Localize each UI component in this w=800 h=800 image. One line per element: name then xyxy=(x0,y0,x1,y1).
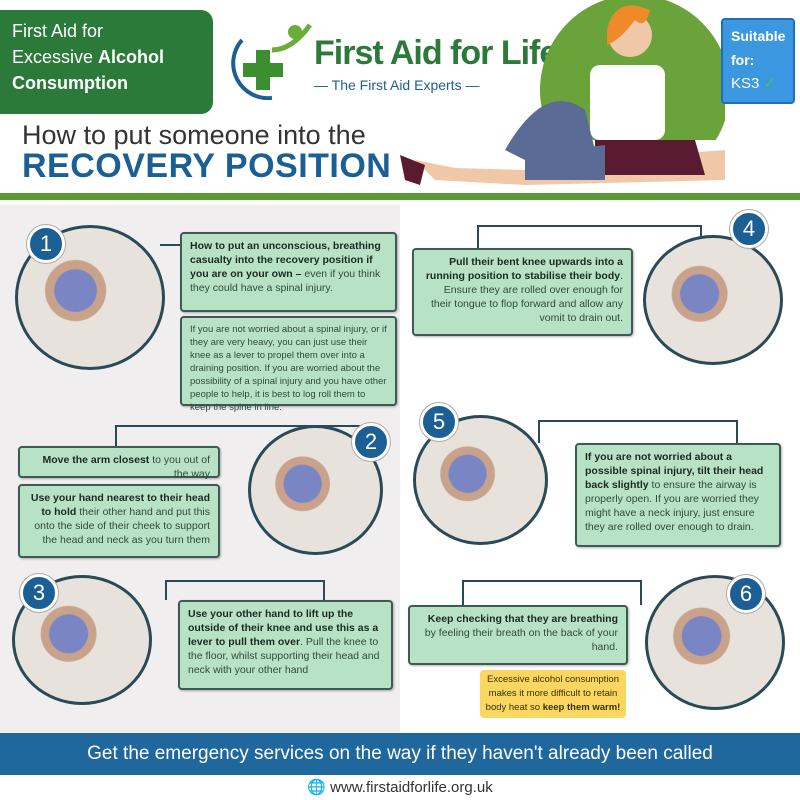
topic-title-line2: Excessive xyxy=(12,47,99,67)
topic-title-line3: Consumption xyxy=(12,73,128,93)
step-1-box-1: How to put an unconscious, breathing cas… xyxy=(180,232,397,312)
step-5-number: 5 xyxy=(420,403,458,441)
headline-big: RECOVERY POSITION xyxy=(22,147,392,185)
step-4-box: Pull their bent knee upwards into a runn… xyxy=(412,248,633,336)
logo-brand: First Aid for Life xyxy=(314,34,558,72)
connector-line xyxy=(462,580,642,605)
step-6-number: 6 xyxy=(727,575,765,613)
warmth-note: Excessive alcohol consumption makes it m… xyxy=(480,670,626,718)
topic-title-line1: First Aid for xyxy=(12,21,104,41)
website-link[interactable]: 🌐 www.firstaidforlife.org.uk xyxy=(307,779,493,796)
suitable-value: KS3 xyxy=(731,75,760,92)
connector-line xyxy=(538,420,738,443)
suitable-label: Suitable for: xyxy=(731,28,786,68)
step-6-box: Keep checking that they are breathing by… xyxy=(408,605,628,665)
logo-tagline: — The First Aid Experts — xyxy=(314,77,480,93)
step-2-number: 2 xyxy=(352,423,390,461)
logo: First Aid for Life — The First Aid Exper… xyxy=(222,20,558,101)
step-4-number: 4 xyxy=(730,210,768,248)
emergency-banner: Get the emergency services on the way if… xyxy=(0,733,800,775)
connector-line xyxy=(165,580,325,600)
check-icon: ✓ xyxy=(763,75,777,92)
step-1-number: 1 xyxy=(27,225,65,263)
suitable-badge: Suitable for: KS3 ✓ xyxy=(721,18,795,104)
step-5-photo xyxy=(413,415,548,545)
topic-title-line2-bold: Alcohol xyxy=(98,47,165,67)
step-3-box: Use your other hand to lift up the outsi… xyxy=(178,600,393,690)
connector-line xyxy=(477,225,702,248)
step-5-box: If you are not worried about a possible … xyxy=(575,443,781,547)
recovery-illustration xyxy=(395,0,725,195)
step-2-box-1: Move the arm closest to you out of the w… xyxy=(18,446,220,480)
divider xyxy=(0,193,800,200)
topic-title-box: First Aid for Excessive Alcohol Consumpt… xyxy=(0,10,213,114)
globe-icon: 🌐 xyxy=(307,779,326,796)
step-4-photo xyxy=(643,235,783,365)
step-1-box-2: If you are not worried about a spinal in… xyxy=(180,316,397,413)
step-2-box-2: Use your hand nearest to their head to h… xyxy=(18,484,220,558)
step-3-number: 3 xyxy=(20,574,58,612)
cross-logo-icon xyxy=(231,23,313,101)
headline-small: How to put someone into the xyxy=(22,120,366,150)
